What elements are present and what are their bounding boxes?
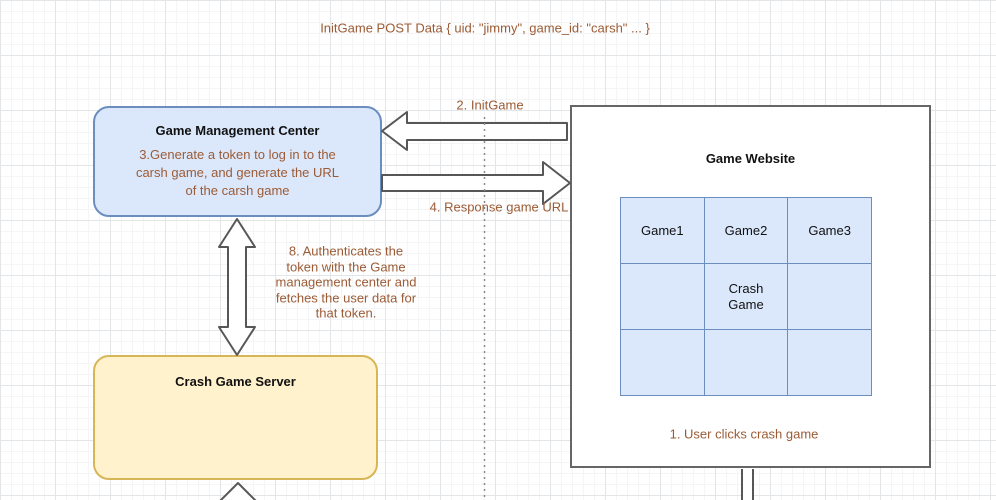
game-grid: Game1 Game2 Game3 Crash Game	[620, 197, 872, 396]
game-cell: Game1	[621, 198, 704, 263]
user-clicks-caption: 1. User clicks crash game	[669, 426, 819, 442]
crash-server-bottom-arrowhead	[219, 482, 257, 500]
init-game-arrow	[381, 111, 568, 151]
initgame-post-data-annotation: InitGame POST Data { uid: "jimmy", game_…	[320, 20, 650, 36]
game-cell	[621, 330, 704, 395]
authenticates-token-note: 8. Authenticates the token with the Game…	[275, 243, 417, 321]
game-cell: Game3	[788, 198, 871, 263]
initgame-label: 2. InitGame	[456, 97, 524, 113]
game-cell: Game2	[704, 198, 788, 263]
game-management-center-box: Game Management Center 3.Generate a toke…	[93, 106, 382, 217]
crash-game-cell: Crash Game	[704, 264, 788, 329]
game-website-title: Game Website	[705, 151, 796, 166]
crash-game-server-box: Crash Game Server	[93, 355, 378, 480]
game-cell	[704, 330, 788, 395]
game-website-box: Game Website Game1 Game2 Game3 Crash Gam…	[570, 105, 931, 468]
game-cell	[788, 264, 871, 329]
response-url-arrow	[381, 161, 571, 205]
game-management-center-title: Game Management Center	[155, 123, 320, 138]
crash-game-server-title: Crash Game Server	[175, 374, 296, 389]
website-bottom-connector	[741, 469, 754, 500]
auth-double-arrow	[218, 218, 256, 356]
generate-token-note: 3.Generate a token to log in to the cars…	[135, 147, 340, 198]
game-cell	[621, 264, 704, 329]
response-game-url-label: 4. Response game URL	[429, 199, 569, 215]
game-cell	[788, 330, 871, 395]
website-bottom-connector-fill	[743, 469, 752, 500]
